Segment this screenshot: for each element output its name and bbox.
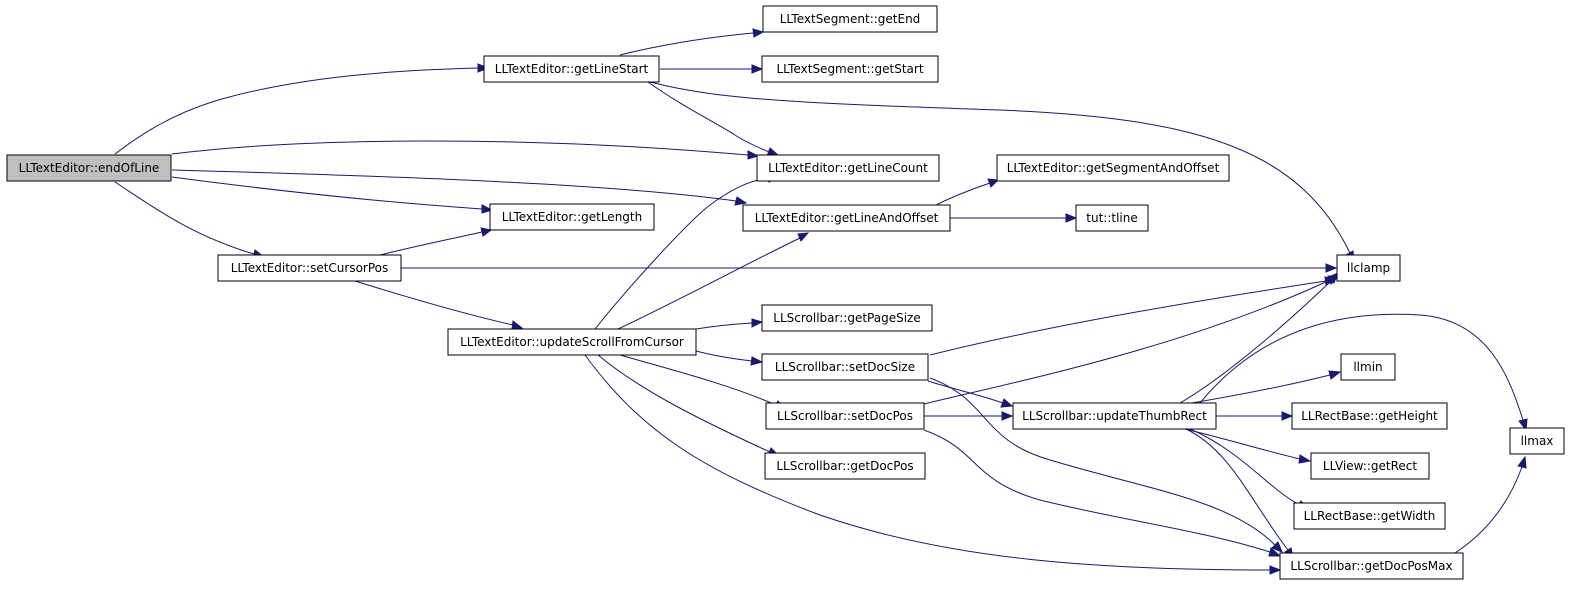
edge-endOfLine-getLength (171, 176, 494, 214)
node-setDocSize[interactable]: LLScrollbar::setDocSize (761, 353, 929, 381)
node-label: llmin (1353, 360, 1382, 374)
node-endOfLine[interactable]: LLTextEditor::endOfLine (6, 154, 172, 182)
edge-setCursorPos-updateScrollFromCursor (354, 280, 524, 330)
edge-updateThumbRect-getRect (1184, 428, 1312, 464)
edge-updateThumbRect-llmin (1179, 370, 1342, 406)
node-getLineAndOffset[interactable]: LLTextEditor::getLineAndOffset (742, 204, 951, 232)
node-getDocPosMax[interactable]: LLScrollbar::getDocPosMax (1279, 552, 1464, 580)
edge-setCursorPos-getLength (379, 227, 493, 256)
node-getEnd[interactable]: LLTextSegment::getEnd (762, 5, 938, 33)
node-setCursorPos[interactable]: LLTextEditor::setCursorPos (217, 254, 402, 282)
node-llmax[interactable]: llmax (1509, 427, 1565, 455)
edge-updateThumbRect-getDocPosMax (1185, 428, 1294, 559)
edge-setDocPos-llclamp (919, 275, 1340, 406)
edge-updateScrollFromCursor-getDocPosMax (584, 354, 1282, 575)
edge-getLineAndOffset-getSegmentAndOffset (929, 178, 1000, 209)
node-label: LLView::getRect (1323, 459, 1417, 473)
edge-setDocPos-updateThumbRect (924, 411, 1014, 421)
edge-updateScrollFromCursor-getLineCount (594, 173, 780, 330)
node-label: LLScrollbar::setDocPos (777, 409, 913, 423)
node-getLineStart[interactable]: LLTextEditor::getLineStart (483, 55, 660, 83)
node-llmin[interactable]: llmin (1340, 353, 1396, 381)
node-updateThumbRect[interactable]: LLScrollbar::updateThumbRect (1012, 402, 1217, 430)
node-getSegmentAndOffset[interactable]: LLTextEditor::getSegmentAndOffset (996, 154, 1230, 182)
node-label: LLScrollbar::setDocSize (775, 360, 915, 374)
node-label: LLTextSegment::getEnd (780, 12, 921, 26)
edge-getLineStart-getStart (660, 64, 764, 74)
node-label: LLTextEditor::updateScrollFromCursor (460, 335, 684, 349)
node-getHeight[interactable]: LLRectBase::getHeight (1291, 402, 1448, 430)
edge-updateThumbRect-getWidth (1189, 428, 1310, 510)
edge-getLineStart-getLineCount (647, 81, 780, 157)
edge-updateScrollFromCursor-getDocPos (597, 354, 781, 457)
node-getStart[interactable]: LLTextSegment::getStart (761, 55, 939, 83)
edge-endOfLine-getLineAndOffset (171, 169, 748, 206)
edge-getLineAndOffset-tline (950, 213, 1078, 223)
call-edges (114, 28, 1528, 575)
node-llclamp[interactable]: llclamp (1336, 254, 1401, 282)
edge-setCursorPos-llclamp (400, 263, 1338, 273)
node-label: LLScrollbar::getPageSize (773, 311, 920, 325)
node-label: llclamp (1347, 261, 1390, 275)
node-label: LLTextEditor::getLength (502, 210, 642, 224)
edge-setDocSize-updateThumbRect (927, 380, 1014, 408)
node-label: LLScrollbar::getDocPosMax (1290, 559, 1452, 573)
node-getRect[interactable]: LLView::getRect (1310, 452, 1430, 480)
edge-endOfLine-setCursorPos (114, 181, 266, 259)
node-label: LLRectBase::getHeight (1301, 409, 1438, 423)
edge-getDocPosMax-llmax (1454, 455, 1527, 554)
node-label: LLScrollbar::updateThumbRect (1022, 409, 1207, 423)
node-getLength[interactable]: LLTextEditor::getLength (489, 203, 655, 231)
edge-updateScrollFromCursor-setDocPos (619, 354, 787, 410)
node-getWidth[interactable]: LLRectBase::getWidth (1293, 502, 1446, 530)
edge-updateThumbRect-llmax (1199, 313, 1528, 432)
edge-updateScrollFromCursor-setDocSize (695, 350, 764, 366)
edge-setDocPos-getDocPosMax (923, 429, 1282, 557)
node-label: LLTextEditor::endOfLine (19, 161, 160, 175)
node-setDocPos[interactable]: LLScrollbar::setDocPos (765, 402, 925, 430)
node-label: tut::tline (1086, 211, 1137, 225)
node-tline[interactable]: tut::tline (1075, 204, 1149, 232)
node-label: LLTextSegment::getStart (776, 62, 923, 76)
node-label: LLScrollbar::getDocPos (776, 459, 913, 473)
node-label: LLTextEditor::setCursorPos (231, 261, 389, 275)
function-nodes: LLTextEditor::endOfLine LLTextEditor::ge… (6, 5, 1565, 580)
node-updateScrollFromCursor[interactable]: LLTextEditor::updateScrollFromCursor (447, 328, 697, 356)
node-getPageSize[interactable]: LLScrollbar::getPageSize (761, 304, 933, 332)
node-label: LLTextEditor::getLineCount (768, 161, 928, 175)
edge-endOfLine-getLineCount (171, 140, 760, 160)
edge-updateThumbRect-getHeight (1216, 411, 1294, 421)
node-label: LLRectBase::getWidth (1304, 509, 1436, 523)
edge-updateScrollFromCursor-getPageSize (695, 318, 764, 330)
edge-setDocSize-getDocPosMax (929, 377, 1283, 553)
edge-endOfLine-getLineStart (114, 63, 490, 155)
node-getDocPos[interactable]: LLScrollbar::getDocPos (764, 452, 926, 480)
node-label: llmax (1521, 434, 1554, 448)
node-label: LLTextEditor::getLineStart (495, 62, 649, 76)
node-label: LLTextEditor::getLineAndOffset (755, 211, 939, 225)
edge-updateScrollFromCursor-getLineAndOffset (617, 232, 810, 330)
edge-getLineStart-getEnd (619, 28, 765, 56)
node-getLineCount[interactable]: LLTextEditor::getLineCount (756, 154, 940, 182)
edge-updateThumbRect-llclamp (1179, 272, 1339, 404)
edge-setDocSize-llclamp (929, 276, 1338, 356)
node-label: LLTextEditor::getSegmentAndOffset (1007, 161, 1220, 175)
